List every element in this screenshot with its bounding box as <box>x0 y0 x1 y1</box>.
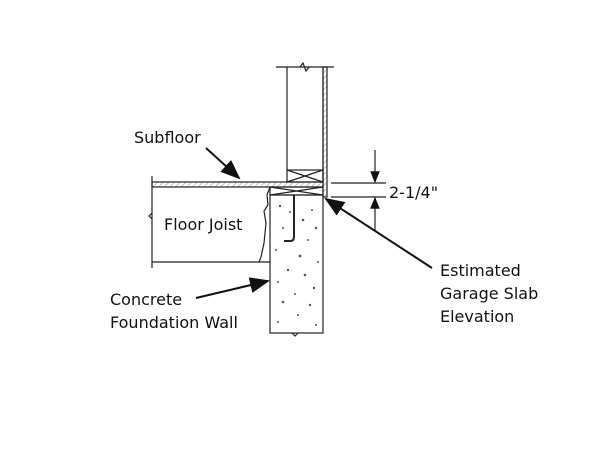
subfloor-label: Subfloor <box>134 128 201 147</box>
sill-plate <box>269 186 324 196</box>
subfloor-leader <box>205 147 241 180</box>
dimension-marker <box>331 150 386 230</box>
bottom-plate <box>286 169 324 183</box>
concrete-leader <box>195 277 270 299</box>
concrete-label-line1: Concrete <box>110 290 183 309</box>
slab-label-line2: Garage Slab <box>440 284 539 303</box>
floor-joist <box>148 176 271 268</box>
slab-label-line3: Elevation <box>440 307 515 326</box>
slab-leader <box>324 197 433 269</box>
subfloor <box>151 181 324 188</box>
floor-joist-label: Floor Joist <box>164 215 243 234</box>
dimension-label: 2-1/4" <box>389 183 439 202</box>
concrete-foundation-wall <box>269 194 324 337</box>
wall-stud <box>276 61 334 198</box>
slab-label-line1: Estimated <box>440 261 521 280</box>
concrete-label-line2: Foundation Wall <box>110 313 238 332</box>
